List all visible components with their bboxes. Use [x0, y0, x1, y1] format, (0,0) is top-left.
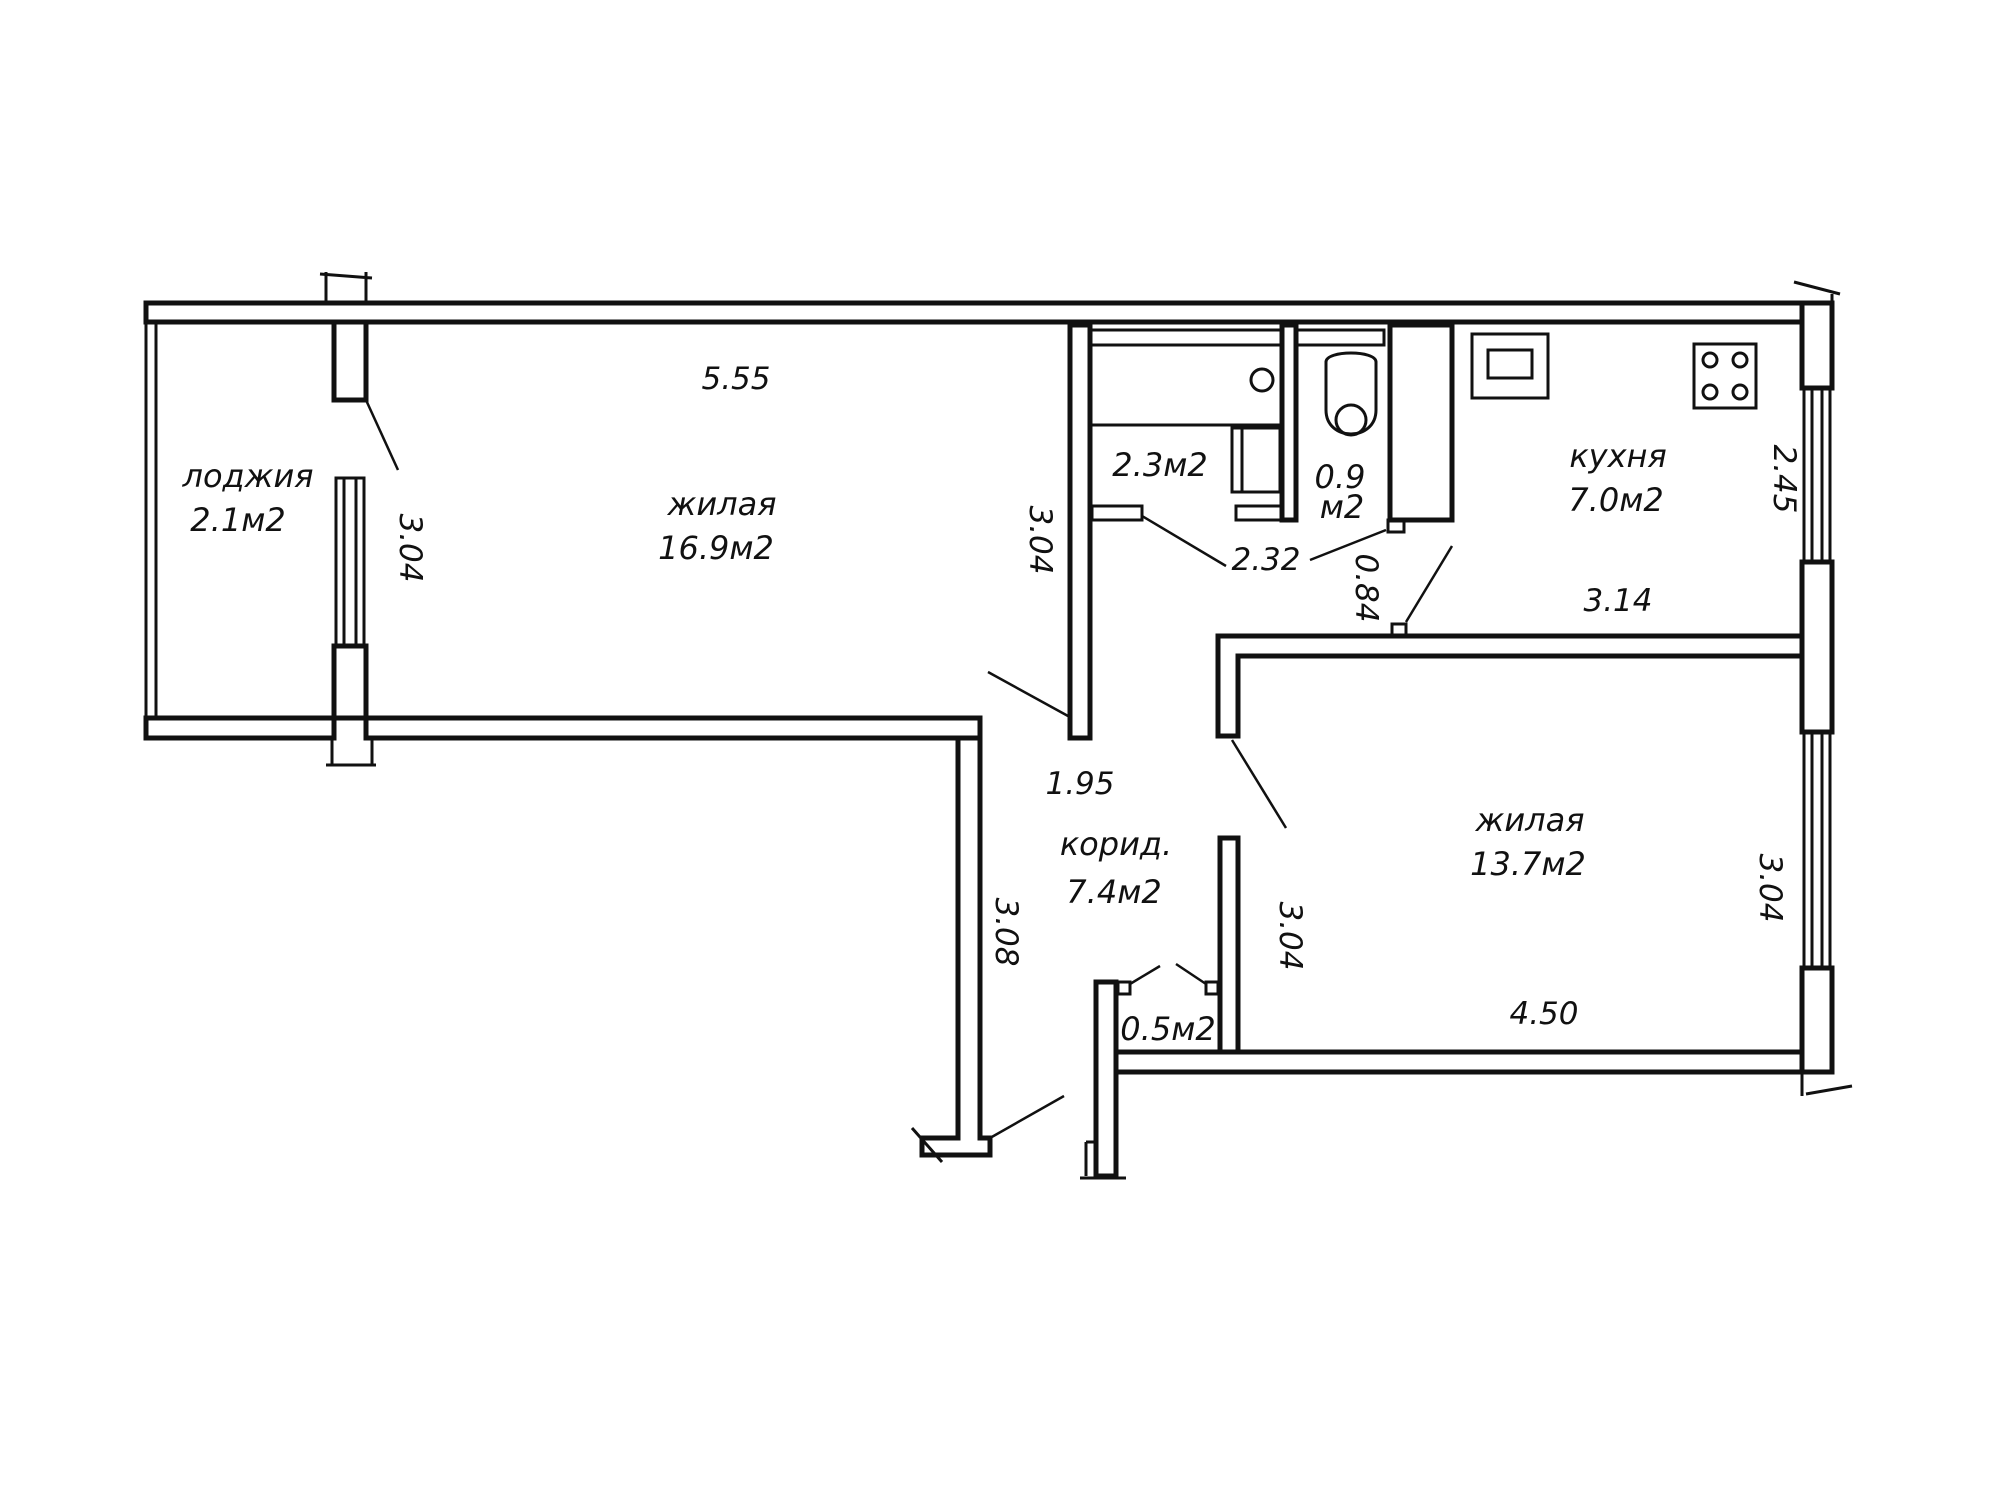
dim-living-small-depth-right: 3.04 — [1752, 853, 1788, 922]
bath-door-swing — [1141, 514, 1227, 568]
loggia-window — [334, 476, 366, 648]
dim-corridor-length: 3.08 — [988, 897, 1024, 966]
stove-burner-1 — [1701, 351, 1719, 369]
toilet-door-swing — [1309, 528, 1387, 562]
dim-living-small-width: 4.50 — [1509, 996, 1578, 1032]
room-labels: лоджия 2.1м2 жилая 16.9м2 2.3м2 0.9 м2 к… — [181, 437, 1666, 1048]
toilet-door-stub — [1386, 518, 1406, 534]
toilet-area-value: 0.9 — [1315, 458, 1366, 496]
kitchen-name: кухня — [1569, 437, 1666, 475]
dim-bath-width: 2.32 — [1231, 542, 1300, 578]
closet-door-stub-right — [1204, 980, 1220, 996]
bottom-outer-wall — [1113, 1049, 1805, 1075]
corridor-name: корид. — [1060, 825, 1172, 863]
loggia-name: лоджия — [181, 457, 313, 495]
walls — [143, 272, 1853, 1180]
living-small-area: 13.7м2 — [1470, 845, 1586, 883]
loggia-outer-edge — [144, 322, 158, 718]
toilet-area-unit: м2 — [1320, 488, 1365, 526]
closet-area: 0.5м2 — [1120, 1010, 1215, 1048]
kitchen-door-stub — [1390, 622, 1408, 638]
closet-wall — [1093, 979, 1119, 1179]
closet-door-stub-left — [1116, 980, 1132, 996]
living-large-bottom-wall — [363, 715, 983, 741]
stove-burner-3 — [1701, 383, 1719, 401]
living-large-door-swing — [987, 670, 1069, 718]
kitchen-stove — [1692, 342, 1758, 410]
dim-living-large-depth-left: 3.04 — [392, 513, 428, 582]
bathtub-drain — [1249, 367, 1275, 393]
corridor-left-wall-tick — [910, 1127, 944, 1163]
closet-door-swing-left — [1129, 964, 1161, 986]
loggia-pier-lower — [331, 643, 369, 721]
bath-door-stub-right — [1234, 504, 1284, 522]
right-outer-wall-bottom-tick — [1800, 1072, 1853, 1096]
living-large-name: жилая — [667, 485, 777, 523]
loggia-door-swing — [364, 399, 400, 471]
bedroom-corridor-partition — [1217, 835, 1241, 1055]
washbasin — [1230, 426, 1282, 494]
right-outer-wall-bottom — [1799, 965, 1835, 1075]
bedroom-door-swing — [1230, 739, 1288, 829]
dim-toilet-width: 0.84 — [1348, 553, 1384, 622]
toilet-bowl — [1324, 351, 1378, 436]
kitchen-window — [1802, 386, 1832, 564]
loggia-area: 2.1м2 — [190, 501, 285, 539]
bath-toilet-partition — [1279, 322, 1299, 523]
bath-door-stub-left — [1090, 504, 1144, 522]
dim-living-large-depth-right: 3.04 — [1022, 505, 1058, 574]
kitchen-sink — [1470, 332, 1550, 400]
right-outer-wall-top — [1799, 300, 1835, 391]
loggia-pier-lower-tick — [326, 738, 376, 767]
right-outer-wall-mid — [1799, 559, 1835, 735]
living-bath-partition — [1067, 322, 1093, 741]
toilet-seat — [1334, 403, 1368, 437]
vent-shaft — [1387, 322, 1455, 523]
entrance-door-swing — [989, 1094, 1065, 1140]
bathroom-area: 2.3м2 — [1112, 446, 1207, 484]
loggia-bottom-wall — [143, 715, 337, 741]
loggia-pier-upper-tick — [319, 272, 373, 303]
kitchen-door-swing — [1404, 545, 1454, 623]
closet-door-swing-right — [1175, 962, 1207, 986]
right-outer-wall-top-tick — [1793, 280, 1841, 303]
corridor-left-wall — [919, 735, 993, 1158]
dim-kitchen-depth: 2.45 — [1766, 444, 1802, 513]
door-swings — [364, 399, 1454, 1140]
corridor-area: 7.4м2 — [1066, 873, 1161, 911]
bath-block-top — [1090, 328, 1386, 347]
living-small-name: жилая — [1475, 801, 1585, 839]
kitchen-bedroom-partition — [1215, 633, 1805, 739]
dim-living-small-depth-left: 3.04 — [1272, 901, 1308, 970]
dimension-labels: 5.55 3.04 3.04 2.32 0.84 3.14 2.45 1.95 … — [392, 361, 1802, 1032]
kitchen-area: 7.0м2 — [1568, 481, 1663, 519]
top-outer-wall — [143, 300, 1805, 325]
entrance-jamb — [1080, 1140, 1126, 1180]
loggia-pier-upper — [331, 319, 369, 403]
stove-burner-4 — [1731, 383, 1749, 401]
living-large-area: 16.9м2 — [658, 529, 774, 567]
dim-corridor-width: 1.95 — [1045, 766, 1114, 802]
dim-kitchen-width: 3.14 — [1583, 583, 1652, 619]
bedroom-window — [1802, 730, 1832, 970]
dim-living-large-width: 5.55 — [701, 361, 770, 397]
stove-burner-2 — [1731, 351, 1749, 369]
